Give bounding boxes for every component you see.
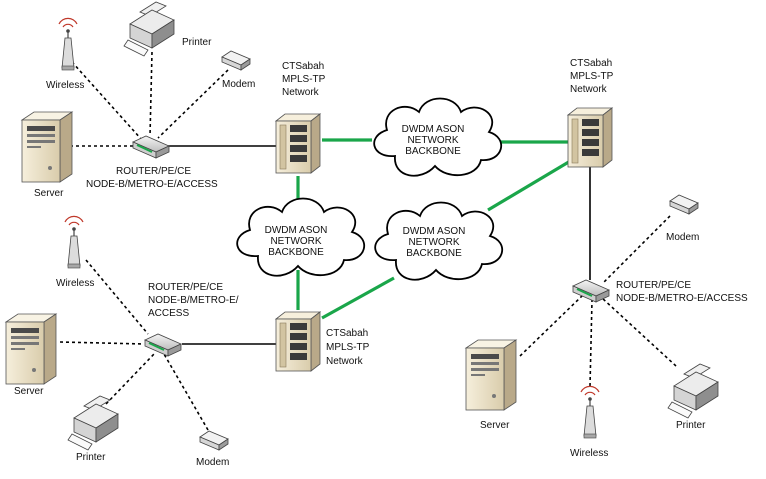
modem-label-top-left: Modem (222, 79, 255, 90)
server-icon (465, 339, 517, 411)
mpls-node-icon (567, 107, 613, 168)
link-bl-server (59, 341, 145, 345)
router-label-top-left-line2: NODE-B/METRO-E/ACCESS (86, 179, 218, 190)
mpls-label-top-left-line2: MPLS-TP (282, 74, 326, 85)
link-cloud-mid-mpls-bl (321, 276, 395, 320)
cloud-backbone-top-line2: NETWORK (407, 135, 458, 146)
link-tl-printer (149, 51, 153, 137)
link-bl-modem (163, 353, 209, 431)
server-label-top-left: Server (34, 188, 64, 199)
wireless-label-bottom-left: Wireless (56, 278, 94, 289)
router-icon (144, 333, 182, 357)
router-label-top-left-line1: ROUTER/PE/CE (116, 166, 191, 177)
printer-label-bottom-left: Printer (76, 452, 106, 463)
modem-icon (199, 430, 229, 451)
cloud-backbone-top-line3: BACKBONE (405, 146, 461, 157)
cloud-backbone-left-line1: DWDM ASON (265, 225, 328, 236)
server-icon (5, 313, 57, 385)
wireless-icon (64, 215, 84, 269)
modem-icon (221, 50, 251, 71)
cloud-backbone-mid-line2: NETWORK (408, 237, 459, 248)
mpls-label-top-left-line3: Network (282, 87, 320, 98)
mpls-label-top-right-line2: MPLS-TP (570, 71, 614, 82)
mpls-node-icon (275, 311, 321, 372)
modem-label-bottom-left: Modem (196, 457, 229, 468)
router-icon (132, 135, 170, 159)
printer-icon (667, 363, 719, 419)
mpls-label-top-right-line3: Network (570, 84, 608, 95)
printer-label-top-left: Printer (182, 37, 212, 48)
wireless-label-right: Wireless (570, 448, 608, 459)
cloud-backbone-top: DWDM ASON NETWORK BACKBONE (373, 97, 503, 177)
wireless-label-top-left: Wireless (46, 80, 84, 91)
link-tl-wireless (71, 61, 143, 141)
link-r-server (519, 295, 583, 357)
printer-label-right: Printer (676, 420, 706, 431)
router-label-right-line1: ROUTER/PE/CE (616, 280, 691, 291)
cloud-backbone-mid: DWDM ASON NETWORK BACKBONE (374, 201, 504, 281)
router-label-bottom-left-line1: ROUTER/PE/CE (148, 282, 223, 293)
mpls-label-top-right-line1: CTSabah (570, 58, 612, 69)
link-r-modem (603, 215, 671, 283)
wireless-icon (58, 17, 78, 71)
mpls-label-bottom-left-line2: MPLS-TP (326, 342, 370, 353)
link-bl-wireless (85, 259, 149, 335)
server-label-right: Server (480, 420, 510, 431)
cloud-backbone-top-line1: DWDM ASON (402, 124, 465, 135)
server-icon (21, 111, 73, 183)
wireless-icon (580, 385, 600, 439)
link-r-printer (601, 297, 677, 367)
mpls-label-bottom-left-line1: CTSabah (326, 328, 368, 339)
mpls-label-top-left-line1: CTSabah (282, 61, 324, 72)
modem-label-right: Modem (666, 232, 699, 243)
cloud-backbone-mid-line1: DWDM ASON (403, 226, 466, 237)
printer-icon (123, 1, 175, 57)
link-mpls-tr-cloud-mid (487, 158, 573, 212)
cloud-backbone-left-line2: NETWORK (270, 236, 321, 247)
server-label-bottom-left: Server (14, 386, 44, 397)
modem-icon (669, 194, 699, 215)
printer-icon (67, 395, 119, 451)
router-label-right-line2: NODE-B/METRO-E/ACCESS (616, 293, 748, 304)
mpls-node-icon (275, 113, 321, 174)
cloud-backbone-mid-line3: BACKBONE (406, 248, 462, 259)
cloud-backbone-left-line3: BACKBONE (268, 247, 324, 258)
mpls-label-bottom-left-line3: Network (326, 356, 364, 367)
link-r-wireless (589, 299, 593, 387)
link-bl-printer (105, 353, 155, 405)
link-tl-modem (157, 69, 229, 139)
cloud-backbone-left: DWDM ASON NETWORK BACKBONE (236, 197, 366, 277)
router-label-bottom-left-line2: NODE-B/METRO-E/ (148, 295, 239, 306)
router-icon (572, 279, 610, 303)
router-label-bottom-left-line3: ACCESS (148, 308, 189, 319)
